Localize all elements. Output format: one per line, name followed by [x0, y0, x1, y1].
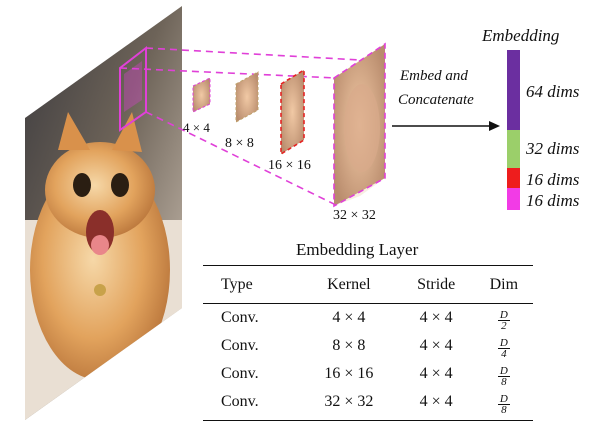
patch-label-32x32: 32 × 32 [333, 208, 376, 223]
cell-type: Conv. [221, 309, 259, 326]
cell-kernel: 32 × 32 [324, 393, 374, 410]
patch-8x8 [235, 71, 259, 123]
patch-4x4 [192, 77, 211, 113]
embedding-segment-32 [507, 130, 520, 168]
embedding-segment-16b [507, 188, 520, 210]
header-type: Type [221, 276, 253, 293]
embedding-layer-table: Type Kernel Stride Dim Conv. 4 × 4 4 × 4… [203, 266, 533, 416]
patch-label-4x4: 4 × 4 [183, 120, 210, 135]
table-top-rule [203, 265, 533, 266]
header-kernel: Kernel [327, 276, 371, 293]
patch-label-8x8: 8 × 8 [225, 136, 254, 151]
cell-stride: 4 × 4 [419, 309, 453, 326]
table-bottom-rule [203, 420, 533, 421]
patch-32x32-volume [333, 42, 386, 208]
embedding-title: Embedding [482, 26, 560, 45]
embedding-label-16b: 16 dims [526, 191, 580, 210]
embedding-label-16a: 16 dims [526, 170, 580, 189]
patch-16x16 [280, 68, 305, 156]
patch-label-16x16: 16 × 16 [268, 158, 311, 173]
embedding-segment-16a [507, 168, 520, 188]
cell-stride: 4 × 4 [419, 337, 453, 354]
embedding-bar [507, 50, 520, 210]
cell-kernel: 8 × 8 [332, 337, 366, 354]
table-header-row: Type Kernel Stride Dim [203, 266, 533, 304]
embed-arrow [392, 121, 500, 131]
header-dim: Dim [489, 276, 519, 293]
header-stride: Stride [417, 276, 456, 293]
embedding-label-32: 32 dims [526, 139, 580, 158]
process-label-line1: Embed and [400, 68, 468, 84]
embedding-segment-64 [507, 50, 520, 130]
cell-type: Conv. [221, 393, 259, 410]
embedding-label-64: 64 dims [526, 82, 580, 101]
cell-kernel: 4 × 4 [332, 309, 366, 326]
process-label-line2: Concatenate [398, 92, 474, 108]
table-title: Embedding Layer [296, 240, 419, 259]
cell-type: Conv. [221, 337, 259, 354]
table-header-rule [203, 303, 533, 304]
cell-stride: 4 × 4 [419, 365, 453, 382]
input-cat-image [25, 6, 182, 420]
cell-stride: 4 × 4 [419, 393, 453, 410]
cell-type: Conv. [221, 365, 259, 382]
cell-kernel: 16 × 16 [324, 365, 374, 382]
